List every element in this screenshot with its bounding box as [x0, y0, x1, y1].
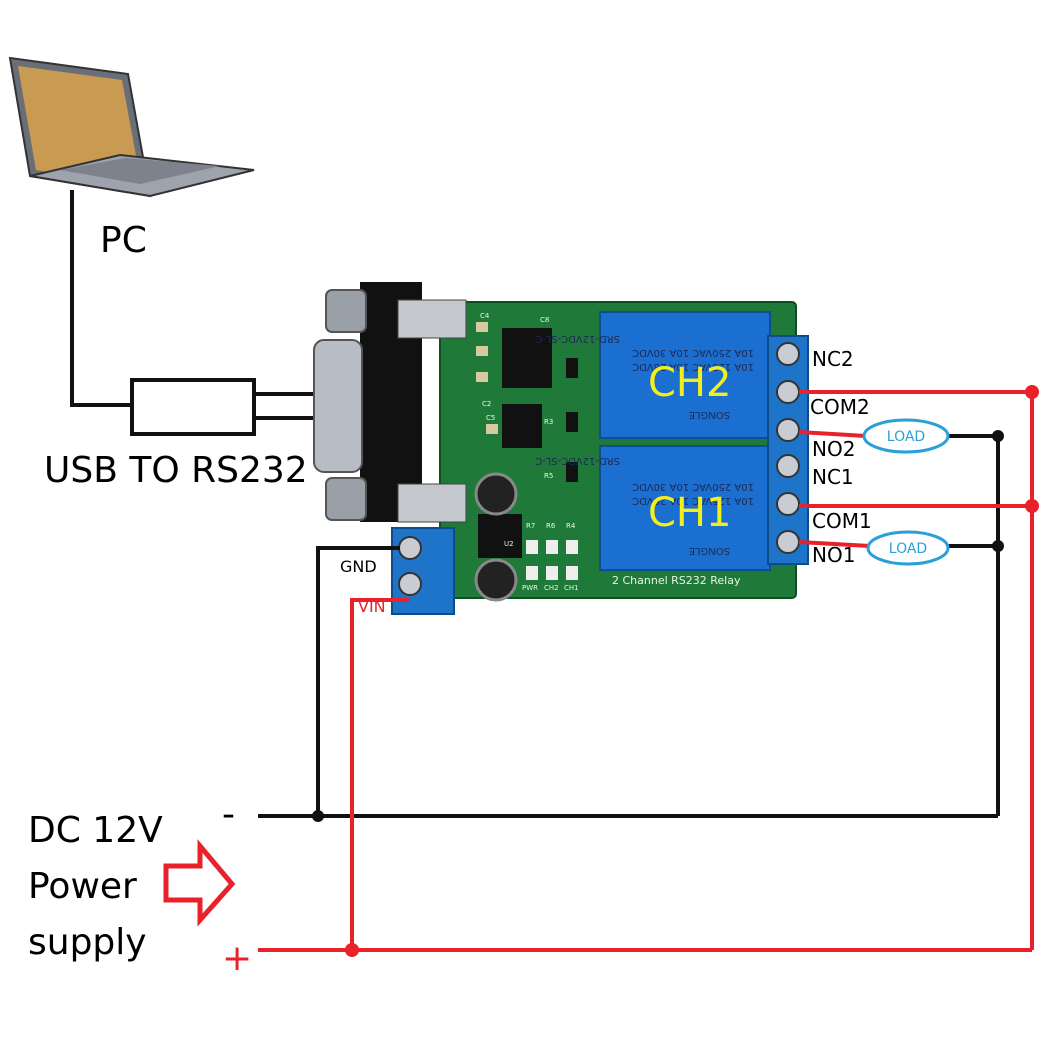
relay-ch1-channel: CH1 — [648, 490, 731, 536]
relay-ch1-model: SRD-12VDC-SL-C — [535, 455, 620, 466]
gnd-wire — [316, 546, 400, 816]
screw-nc1-icon — [776, 454, 800, 478]
silk-r5: R5 — [544, 472, 553, 480]
load-1-label: LOAD — [889, 541, 927, 557]
relay-ch2-model: SRD-12VDC-SL-C — [535, 333, 620, 344]
screw-no2-icon — [776, 418, 800, 442]
junction-dot — [345, 943, 359, 957]
screw-com2-icon — [776, 380, 800, 404]
vin-wire — [350, 598, 410, 950]
relay-ch1: SRD-12VDC-SL-C 10A 250VAC 10A 30VDC 10A … — [535, 445, 771, 571]
positive-wiring — [258, 390, 1034, 952]
junction-dot — [1025, 499, 1039, 513]
terminal-nc2: NC2 — [812, 347, 854, 371]
terminal-nc1: NC1 — [812, 465, 854, 489]
relay-ch1-rating1: 10A 250VAC 10A 30VDC — [632, 481, 754, 492]
silk-c4: C4 — [480, 312, 490, 320]
screw-com1-icon — [776, 492, 800, 516]
transistor — [566, 358, 578, 378]
regulator — [478, 514, 522, 558]
led-ch2 — [546, 540, 558, 554]
usb-converter-box — [130, 378, 256, 436]
junction-dot — [312, 810, 324, 822]
relay-ch2-channel: CH2 — [648, 360, 731, 406]
right-arrow-icon — [163, 839, 236, 927]
db9-bracket-bottom — [397, 483, 467, 523]
silk-pwr: PWR — [522, 584, 538, 592]
power-line-3: supply — [28, 922, 147, 963]
power-line-2: Power — [28, 866, 137, 907]
transistor — [566, 462, 578, 482]
laptop-icon — [8, 56, 255, 198]
pc-label: PC — [100, 220, 147, 261]
silk-u2: U2 — [504, 540, 514, 548]
relay-ch2-brand: SONGLE — [689, 409, 730, 420]
smd-part — [486, 424, 498, 434]
load-2: LOAD — [862, 418, 950, 454]
silk-ch1: CH1 — [564, 584, 579, 592]
load2-return-wire — [946, 434, 1000, 816]
power-line-1: DC 12V — [28, 810, 163, 851]
smd-part — [476, 322, 488, 332]
ic-chip-1 — [502, 328, 552, 388]
led-pwr — [526, 540, 538, 554]
load-1: LOAD — [866, 530, 950, 566]
silk-r3: R3 — [544, 418, 553, 426]
junction-dot — [992, 430, 1004, 442]
junction-dot — [1025, 385, 1039, 399]
silk-c2: C2 — [482, 400, 491, 408]
led-pad — [546, 566, 558, 580]
relay-board: PWR CH2 CH1 R7 R6 R4 C4 C8 C5 C2 R3 R5 U… — [313, 282, 809, 615]
transistor — [566, 412, 578, 432]
relay-ch1-brand: SONGLE — [689, 545, 730, 556]
terminal-no1: NO1 — [812, 543, 855, 567]
silk-ch2: CH2 — [544, 584, 559, 592]
led-pad — [566, 566, 578, 580]
electrolytic-capacitor — [474, 558, 518, 602]
terminal-no2: NO2 — [812, 437, 855, 461]
led-pad — [526, 566, 538, 580]
smd-part — [476, 372, 488, 382]
junction-dot — [992, 540, 1004, 552]
usb-converter-label: USB TO RS232 — [44, 450, 308, 491]
plus-sign: + — [222, 938, 252, 979]
silk-c8: C8 — [540, 316, 549, 324]
load-2-label: LOAD — [887, 429, 925, 445]
minus-sign: - — [222, 794, 235, 835]
ic-chip-2 — [502, 404, 542, 448]
terminal-com2: COM2 — [810, 395, 870, 419]
db9-screw-bottom — [325, 477, 367, 521]
no2-wire — [798, 430, 867, 438]
relay-ch1-rating2: 10A 125VAC 10A 28VDC — [632, 495, 754, 506]
gnd-label: GND — [340, 557, 377, 576]
silk-c5: C5 — [486, 414, 495, 422]
db9-bracket-top — [397, 299, 467, 339]
no1-wire — [798, 540, 871, 548]
silk-r4: R4 — [566, 522, 576, 530]
board-title: 2 Channel RS232 Relay — [612, 574, 741, 587]
output-screws — [776, 342, 800, 554]
pc-usb-cable — [70, 190, 130, 407]
db9-shell — [313, 339, 363, 473]
screw-gnd-icon — [398, 536, 422, 560]
relay-ch2-rating1: 10A 250VAC 10A 30VDC — [632, 347, 754, 358]
smd-part — [476, 346, 488, 356]
db9-screw-top — [325, 289, 367, 333]
electrolytic-capacitor — [474, 472, 518, 516]
silk-r7: R7 — [526, 522, 535, 530]
screw-no1-icon — [776, 530, 800, 554]
output-terminal-block — [767, 335, 809, 565]
silk-r6: R6 — [546, 522, 556, 530]
terminal-com1: COM1 — [812, 509, 872, 533]
screw-nc2-icon — [776, 342, 800, 366]
relay-ch2-rating2: 10A 125VAC 10A 28VDC — [632, 361, 754, 372]
led-ch1 — [566, 540, 578, 554]
screw-vin-icon — [398, 572, 422, 596]
